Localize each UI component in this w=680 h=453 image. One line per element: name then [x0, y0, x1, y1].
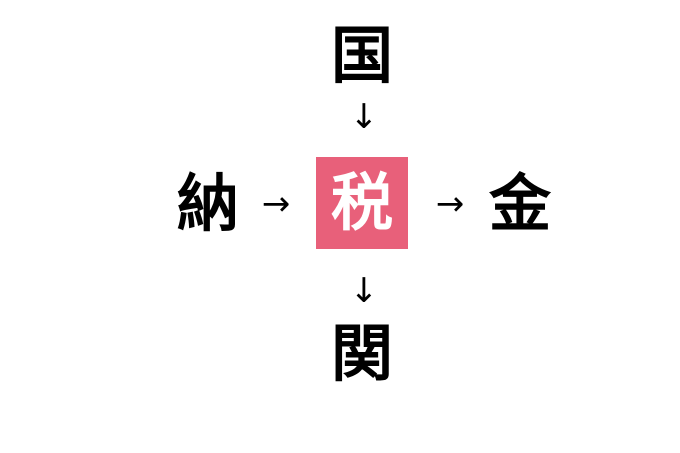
arrow-down-icon: ↓ — [349, 271, 379, 311]
left-kanji: 納 — [176, 167, 239, 240]
arrow-right-icon: → — [435, 184, 465, 224]
bottom-kanji: 関 — [330, 317, 393, 390]
top-kanji: 国 — [330, 19, 393, 92]
arrow-right-icon: → — [261, 184, 291, 224]
arrow-down-icon: ↓ — [349, 97, 379, 137]
right-kanji: 金 — [488, 167, 551, 240]
center-answer-box: 税 — [316, 157, 408, 249]
center-kanji: 税 — [330, 166, 393, 239]
